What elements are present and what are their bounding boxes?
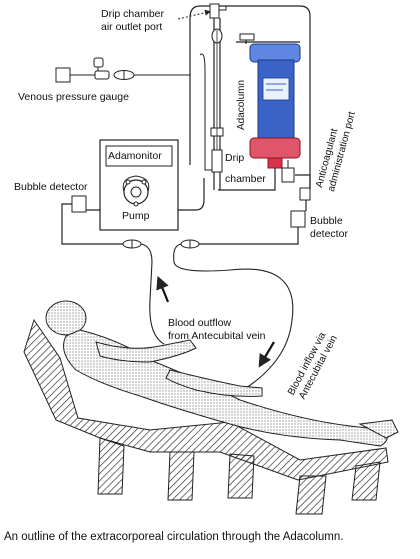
adacolumn	[236, 33, 301, 184]
venous-pressure-gauge-label: Venous pressure gauge	[18, 91, 129, 103]
drip-chamber-label-line1: Drip	[225, 152, 245, 164]
upper-circuit-frame	[189, 5, 311, 190]
figure-caption: An outline of the extracorporeal circula…	[4, 531, 344, 543]
pump-to-column-tubing	[178, 178, 205, 211]
bubble-detector-left-label: Bubble detector	[14, 181, 88, 193]
recliner-chair	[23, 318, 389, 515]
adamonitor-unit	[99, 139, 179, 231]
drip-chamber	[199, 3, 232, 190]
patient-figure	[45, 300, 399, 447]
bubble-detector-left-box	[71, 195, 87, 213]
bubble-detector-right-box	[290, 210, 306, 228]
venous-pressure-gauge	[55, 57, 190, 83]
outflow-line-to-arm	[140, 243, 165, 345]
blood-outflow-label-line2: from Antecubital vein	[168, 330, 266, 342]
column-return-line	[218, 184, 276, 191]
return-tubing	[198, 200, 307, 245]
bubble-detector-right-label-line2: detector	[310, 228, 348, 240]
column-outlet-line	[295, 174, 311, 190]
anticoagulant-port	[281, 160, 295, 183]
outflow-tubing	[61, 203, 124, 245]
outflow-arrow	[156, 275, 170, 303]
port-right-connector	[299, 187, 311, 201]
drip-chamber-air-outlet-label-line2: air outlet port	[101, 21, 163, 33]
adamonitor-label: Adamonitor	[108, 150, 162, 162]
bubble-detector-right-label-line1: Bubble	[310, 215, 343, 227]
pump-label: Pump	[122, 210, 150, 222]
inflow-arrow	[258, 341, 275, 368]
blood-outflow-label-line1: Blood outflow	[168, 317, 232, 329]
air-outlet-pointer	[177, 9, 211, 20]
drip-chamber-label-line2: chamber	[225, 173, 266, 185]
drip-chamber-air-outlet-label-line1: Drip chamber	[101, 8, 165, 20]
inflow-line-to-arm	[173, 243, 294, 389]
adacolumn-label: Adacolumn	[236, 79, 247, 130]
